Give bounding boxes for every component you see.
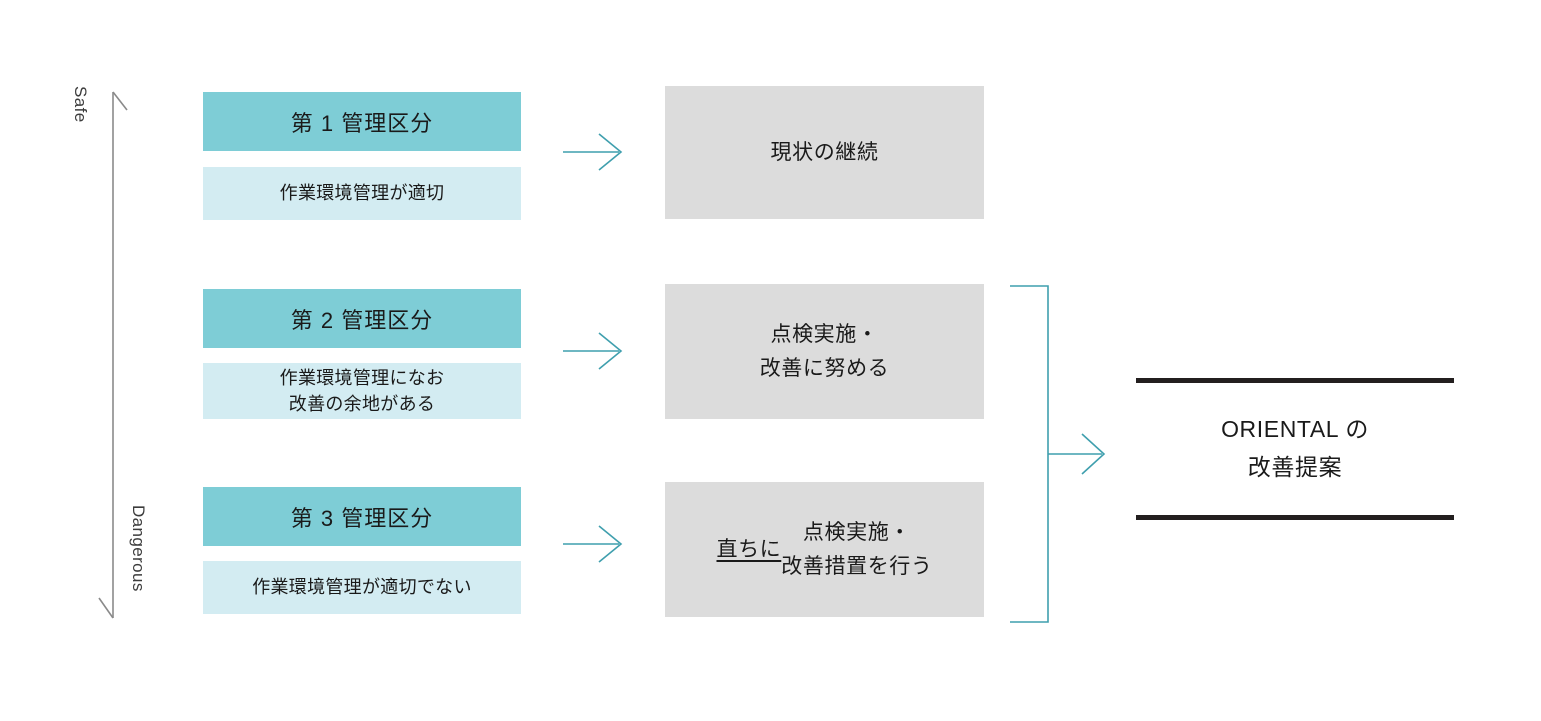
axis-label-dangerous: Dangerous xyxy=(129,505,148,592)
division-2-description: 作業環境管理になお 改善の余地がある xyxy=(203,363,521,419)
division-3-description: 作業環境管理が適切でない xyxy=(203,561,521,614)
action-box-1: 現状の継続 xyxy=(665,86,984,219)
action-box-3-emphasis: 直ちに xyxy=(716,537,782,561)
arrow-right-icon-row-2 xyxy=(563,332,623,370)
arrow-right-icon-row-3 xyxy=(563,525,623,563)
division-3-title[interactable]: 第 3 管理区分 xyxy=(203,487,521,546)
axis-label-safe: Safe xyxy=(71,86,90,123)
arrow-right-icon-row-1 xyxy=(563,133,623,171)
action-box-2: 点検実施・ 改善に努める xyxy=(665,284,984,419)
result-box-oriental-proposal: ORIENTAL の 改善提案 xyxy=(1136,378,1454,520)
division-1-description: 作業環境管理が適切 xyxy=(203,167,521,220)
bracket-connector-icon xyxy=(1010,285,1106,623)
division-2-title[interactable]: 第 2 管理区分 xyxy=(203,289,521,348)
action-box-3: 直ちに点検実施・ 改善措置を行う xyxy=(665,482,984,617)
action-box-3-rest: 点検実施・ 改善措置を行う xyxy=(781,520,933,578)
safe-dangerous-axis-icon xyxy=(98,91,128,619)
division-1-title[interactable]: 第 1 管理区分 xyxy=(203,92,521,151)
